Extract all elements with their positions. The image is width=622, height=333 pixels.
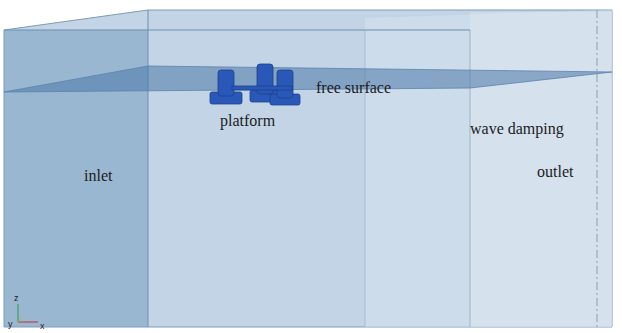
tank-volume	[4, 10, 612, 327]
axis-label: x	[40, 322, 45, 331]
tank-edge	[4, 30, 470, 31]
wave-damping-zone	[365, 10, 612, 327]
wave-damping-end	[470, 12, 612, 327]
tank-edge	[148, 10, 149, 327]
axis-triad	[18, 304, 38, 322]
boundary-label: outlet	[537, 164, 573, 180]
boundary-label: inlet	[84, 168, 112, 184]
part-label: free surface	[316, 80, 391, 96]
axis-label: z	[14, 294, 19, 303]
outlet-line	[597, 10, 598, 327]
axis-label: y	[8, 320, 13, 329]
free-surface-plane	[4, 66, 612, 92]
zone-label: wave damping	[470, 121, 564, 137]
part-label: platform	[220, 113, 275, 129]
platform-model	[210, 64, 300, 105]
